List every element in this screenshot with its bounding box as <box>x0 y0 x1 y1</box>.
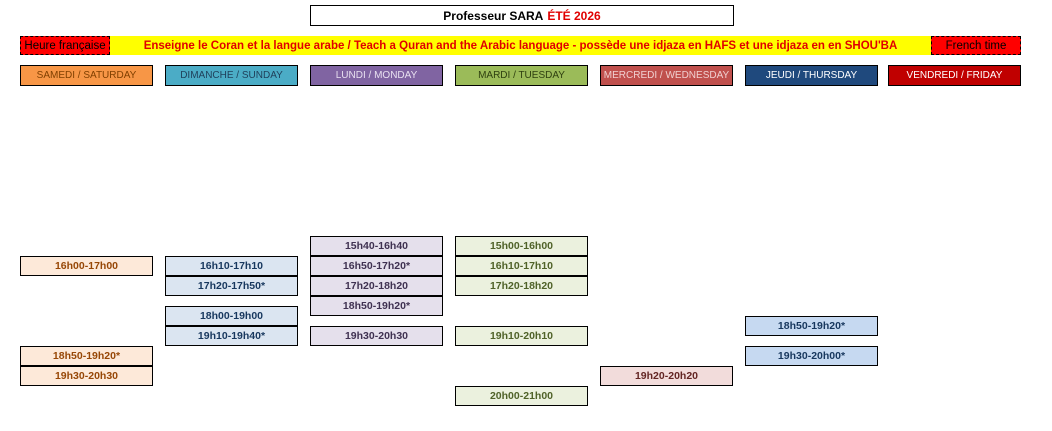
time-slot-saturday[interactable]: 19h30-20h30 <box>20 366 153 386</box>
time-slot-tuesday[interactable]: 19h10-20h10 <box>455 326 588 346</box>
day-header-wednesday: MERCREDI / WEDNESDAY <box>600 65 733 86</box>
title-prefix: Professeur SARA <box>443 8 544 23</box>
banner-text: Enseigne le Coran et la langue arabe / T… <box>143 39 898 52</box>
time-slot-monday[interactable]: 15h40-16h40 <box>310 236 443 256</box>
time-slot-thursday[interactable]: 18h50-19h20* <box>745 316 878 336</box>
time-slot-sunday[interactable]: 18h00-19h00 <box>165 306 298 326</box>
time-slot-saturday[interactable]: 16h00-17h00 <box>20 256 153 276</box>
banner-left-label: Heure française <box>20 36 110 55</box>
time-slot-saturday[interactable]: 18h50-19h20* <box>20 346 153 366</box>
time-slot-sunday[interactable]: 19h10-19h40* <box>165 326 298 346</box>
time-slot-wednesday[interactable]: 19h20-20h20 <box>600 366 733 386</box>
banner-right-label: French time <box>931 36 1021 55</box>
time-slot-monday[interactable]: 17h20-18h20 <box>310 276 443 296</box>
time-slot-sunday[interactable]: 16h10-17h10 <box>165 256 298 276</box>
page-title: Professeur SARA ÉTÉ 2026 <box>310 5 734 26</box>
day-header-saturday: SAMEDI / SATURDAY <box>20 65 153 86</box>
time-slot-sunday[interactable]: 17h20-17h50* <box>165 276 298 296</box>
time-slot-monday[interactable]: 16h50-17h20* <box>310 256 443 276</box>
time-slot-monday[interactable]: 18h50-19h20* <box>310 296 443 316</box>
time-slot-tuesday[interactable]: 17h20-18h20 <box>455 276 588 296</box>
time-slot-monday[interactable]: 19h30-20h30 <box>310 326 443 346</box>
day-header-monday: LUNDI / MONDAY <box>310 65 443 86</box>
day-header-friday: VENDREDI / FRIDAY <box>888 65 1021 86</box>
time-slot-tuesday[interactable]: 20h00-21h00 <box>455 386 588 406</box>
day-header-tuesday: MARDI / TUESDAY <box>455 65 588 86</box>
title-season: ÉTÉ 2026 <box>547 8 601 23</box>
day-header-sunday: DIMANCHE / SUNDAY <box>165 65 298 86</box>
info-banner: Heure française Enseigne le Coran et la … <box>20 36 1021 55</box>
time-slot-tuesday[interactable]: 15h00-16h00 <box>455 236 588 256</box>
time-slot-thursday[interactable]: 19h30-20h00* <box>745 346 878 366</box>
day-header-thursday: JEUDI / THURSDAY <box>745 65 878 86</box>
time-slot-tuesday[interactable]: 16h10-17h10 <box>455 256 588 276</box>
